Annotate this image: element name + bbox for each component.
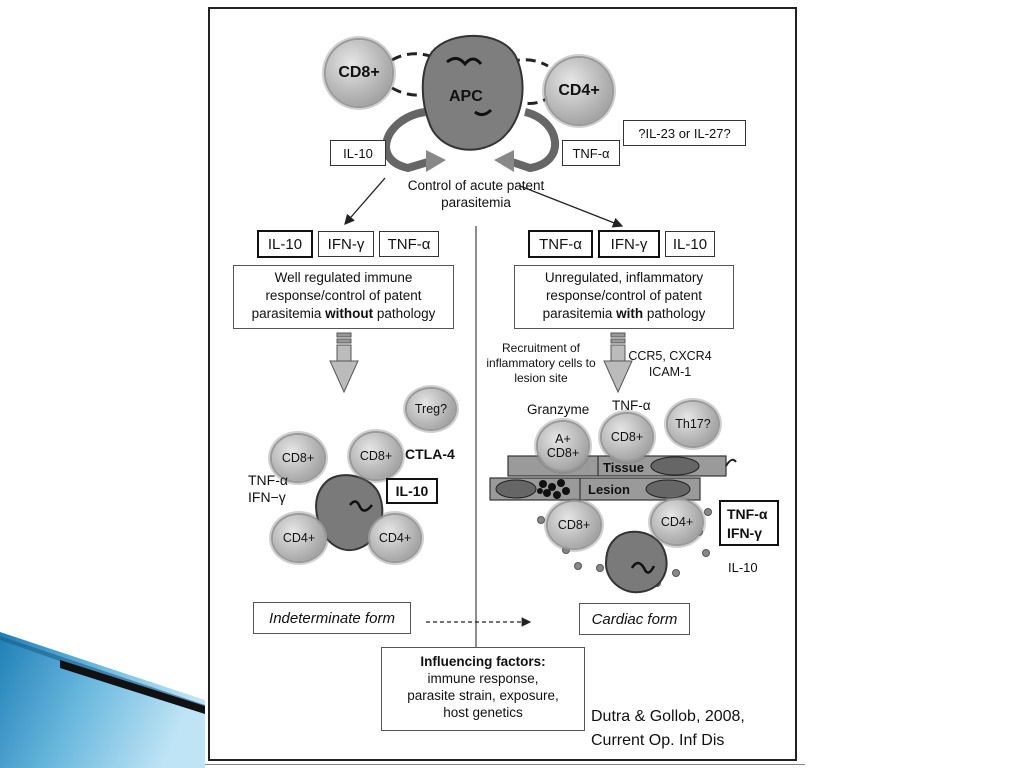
right-a-cd8-cell: A+ CD8+	[538, 422, 588, 470]
right-il10-label: IL-10	[728, 560, 758, 575]
right-tnf-box-line: TNF-α	[727, 506, 768, 522]
slide-baseline	[205, 764, 805, 765]
left-tnf-box: TNF-α	[379, 231, 439, 257]
right-cd8-cell-low: CD8+	[548, 502, 600, 548]
il10-top-box: IL-10	[330, 140, 386, 166]
left-cd8-cell-a: CD8+	[272, 435, 324, 481]
right-il10-box: IL-10	[665, 231, 715, 257]
th17-cell: Th17?	[668, 402, 718, 446]
left-cd8-cell-b: CD8+	[351, 433, 401, 479]
right-ifn-box-line: IFN-γ	[727, 525, 762, 541]
tnf-top-box: TNF-α	[562, 140, 620, 166]
right-cd8-cell: CD8+	[602, 414, 652, 460]
treg-cell: Treg?	[407, 389, 455, 429]
left-ifn-box: IFN-γ	[318, 231, 374, 257]
influencing-line-1: immune response,	[427, 671, 539, 686]
right-tnf-ifn-box: TNF-α IFN-γ	[719, 500, 779, 546]
citation-line-2: Current Op. Inf Dis	[591, 732, 725, 749]
granzyme-label: Granzyme	[527, 402, 590, 417]
left-cd4-cell-b: CD4+	[370, 515, 420, 561]
influencing-line-2: parasite strain, exposure,	[407, 688, 559, 703]
right-description: Unregulated, inflammatory response/contr…	[514, 265, 734, 329]
left-cd4-cell-a: CD4+	[273, 515, 325, 561]
tissue-label: Tissue	[603, 460, 644, 475]
il23-il27-box: ?IL-23 or IL-27?	[623, 120, 746, 146]
left-tnf-ifn-label: TNF-α IFN−γ	[248, 472, 288, 505]
right-tnf-label: TNF-α	[612, 398, 651, 413]
right-ifn-box: IFN-γ	[598, 230, 660, 258]
cd4-cell-top: CD4+	[546, 58, 612, 124]
right-tnf-box: TNF-α	[528, 230, 593, 258]
influencing-factors-box: Influencing factors: immune response, pa…	[381, 647, 585, 731]
citation: Dutra & Gollob, 2008, Current Op. Inf Di…	[591, 705, 745, 753]
influencing-title: Influencing factors:	[420, 654, 546, 669]
lesion-label: Lesion	[588, 482, 630, 497]
right-cd4-cell-low: CD4+	[652, 500, 702, 544]
left-il10-box: IL-10	[257, 230, 313, 258]
left-il10-box-lower: IL-10	[386, 478, 438, 504]
influencing-line-3: host genetics	[443, 705, 523, 720]
control-text: Control of acute patent parasitemia	[407, 178, 545, 210]
ctla4-label: CTLA-4	[405, 446, 455, 462]
cardiac-form-box: Cardiac form	[579, 603, 690, 635]
citation-line-1: Dutra & Gollob, 2008,	[591, 708, 745, 725]
ccr-icam-text: CCR5, CXCR4 ICAM-1	[628, 349, 712, 379]
left-description: Well regulated immune response/control o…	[233, 265, 454, 329]
recruitment-text: Recruitment of inflammatory cells to les…	[486, 341, 596, 385]
indeterminate-form-box: Indeterminate form	[253, 602, 411, 634]
apc-label: APC	[449, 88, 483, 105]
cd8-cell-top: CD8+	[326, 40, 392, 106]
